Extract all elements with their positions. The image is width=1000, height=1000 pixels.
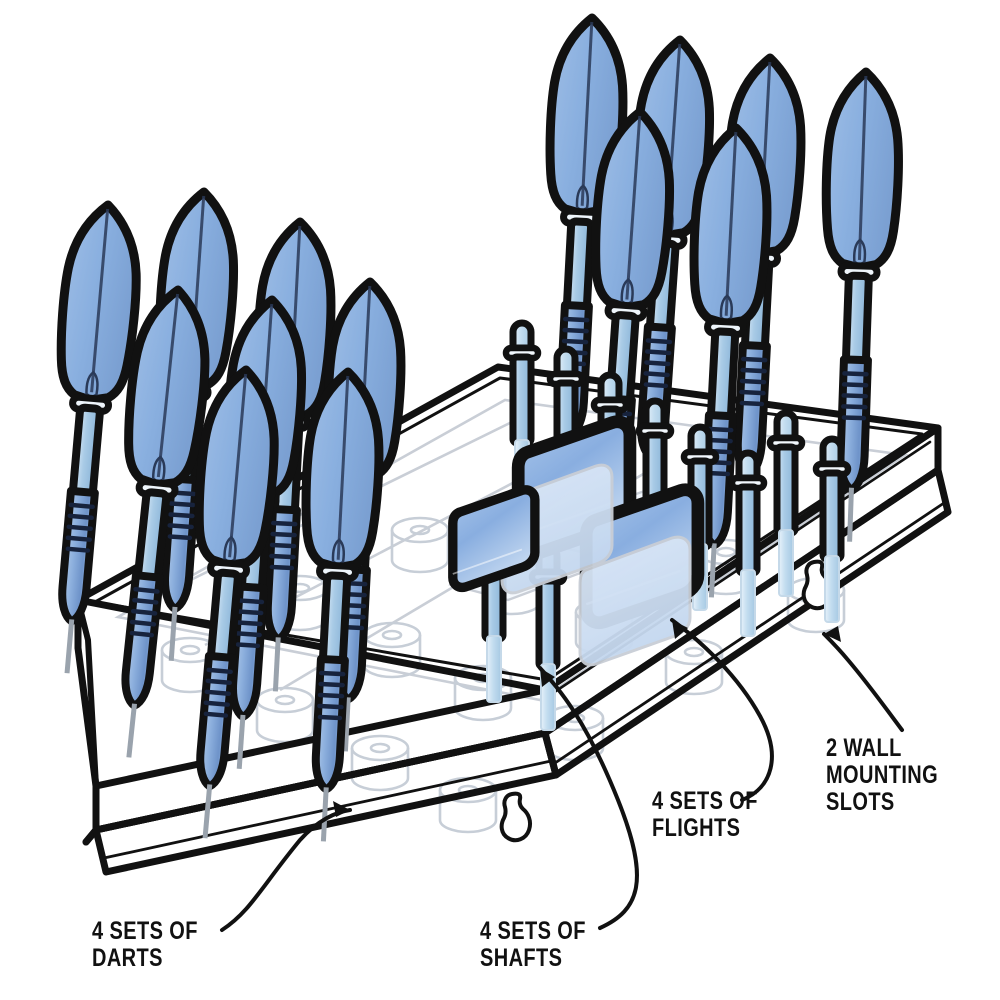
keyhole-slot-front (499, 791, 533, 843)
callout-wall-mounting-slots: 2 WALL MOUNTING SLOTS (826, 734, 939, 816)
leader-slots (822, 632, 904, 732)
folded-flight-pale-b (578, 535, 692, 667)
callout-darts: 4 SETS OF DARTS (92, 917, 198, 972)
folded-flight-group (453, 422, 698, 667)
leader-darts (220, 808, 352, 932)
callout-shafts: 4 SETS OF SHAFTS (480, 917, 586, 972)
leader-flights (670, 618, 774, 802)
leader-lines (220, 618, 904, 932)
callout-flights: 4 SETS OF FLIGHTS (652, 787, 758, 842)
leader-shafts (538, 666, 639, 930)
